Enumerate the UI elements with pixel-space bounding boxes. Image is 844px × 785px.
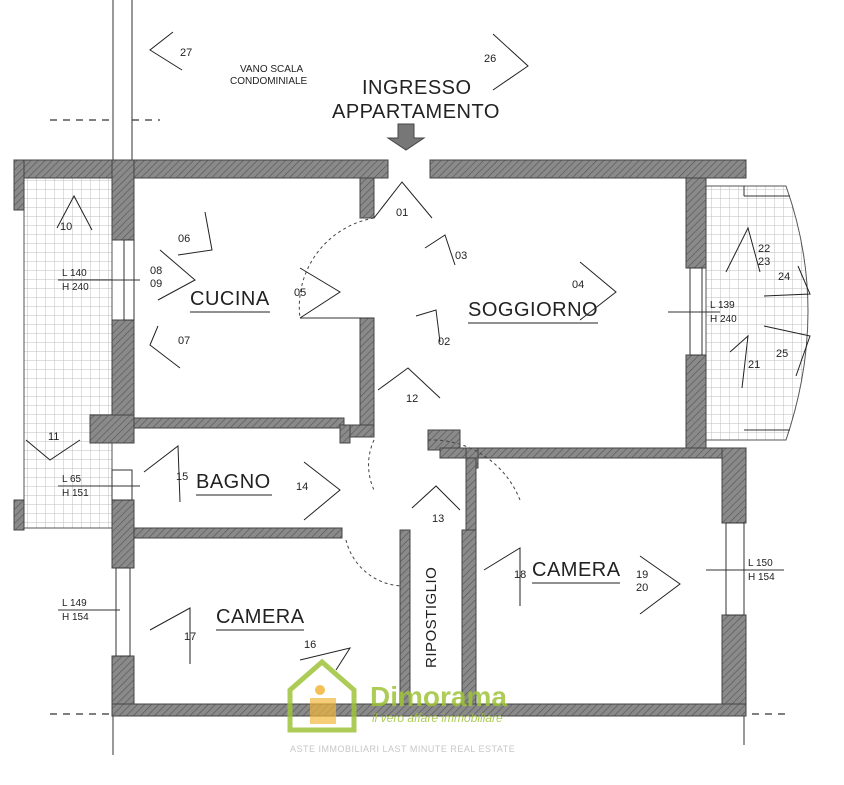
window-bedroom-right-l: L 150 — [748, 558, 773, 569]
entrance-label-1: INGRESSO — [362, 77, 472, 99]
watermark-footer: ASTE IMMOBILIARI LAST MINUTE REAL ESTATE — [290, 744, 515, 754]
watermark: Dimorama il vero affare immobiliare ASTE… — [287, 658, 515, 754]
room-living: SOGGIORNO — [468, 299, 598, 321]
camera-point-01: 01 — [396, 207, 408, 219]
window-bedroom-right-h: H 154 — [748, 572, 775, 583]
stair-label-2: CONDOMINIALE — [230, 76, 308, 87]
entrance-arrow — [386, 123, 426, 151]
camera-point-24: 24 — [778, 271, 790, 283]
camera-point-15: 15 — [176, 471, 188, 483]
room-kitchen: CUCINA — [190, 288, 270, 310]
camera-point-09: 09 — [150, 278, 162, 290]
entrance-label-2: APPARTAMENTO — [332, 101, 500, 123]
labels: VANO SCALA CONDOMINIALE INGRESSO APPARTA… — [48, 47, 790, 668]
room-bedroom-left: CAMERA — [216, 606, 305, 628]
camera-point-08: 08 — [150, 265, 162, 277]
watermark-brand: Dimorama — [370, 681, 507, 712]
window-bedroom-left-l: L 149 — [62, 598, 87, 609]
camera-point-27: 27 — [180, 47, 192, 59]
camera-point-07: 07 — [178, 335, 190, 347]
window-living-h: H 240 — [710, 314, 737, 325]
watermark-tagline: il vero affare immobiliare — [372, 711, 503, 725]
camera-point-22: 22 — [758, 243, 770, 255]
door-swings — [298, 217, 521, 587]
camera-point-05: 05 — [294, 287, 306, 299]
camera-point-03: 03 — [455, 250, 467, 262]
room-bathroom: BAGNO — [196, 471, 271, 493]
camera-point-13: 13 — [432, 513, 444, 525]
camera-point-25: 25 — [776, 348, 788, 360]
window-bathroom-h: H 151 — [62, 488, 89, 499]
camera-point-14: 14 — [296, 481, 308, 493]
stair-label-1: VANO SCALA — [240, 64, 303, 75]
camera-point-16: 16 — [304, 639, 316, 651]
camera-point-04: 04 — [572, 279, 584, 291]
camera-point-19: 19 — [636, 569, 648, 581]
camera-point-06: 06 — [178, 233, 190, 245]
house-logo-icon — [287, 658, 357, 733]
balcony-right — [705, 185, 809, 441]
window-bathroom-l: L 65 — [62, 474, 82, 485]
room-closet: RIPOSTIGLIO — [423, 567, 440, 668]
camera-point-10: 10 — [60, 221, 72, 233]
window-leaders — [58, 279, 784, 611]
camera-point-23: 23 — [758, 256, 770, 268]
camera-wedges — [25, 31, 811, 671]
camera-point-02: 02 — [438, 336, 450, 348]
window-kitchen-l: L 140 — [62, 268, 87, 279]
window-bedroom-left-h: H 154 — [62, 612, 89, 623]
camera-point-18: 18 — [514, 569, 526, 581]
room-bedroom-right: CAMERA — [532, 559, 621, 581]
window-kitchen-h: H 240 — [62, 282, 89, 293]
camera-point-21: 21 — [748, 359, 760, 371]
camera-point-11: 11 — [48, 431, 59, 443]
camera-point-17: 17 — [184, 631, 196, 643]
camera-point-26: 26 — [484, 53, 496, 65]
window-living-l: L 139 — [710, 300, 735, 311]
camera-point-20: 20 — [636, 582, 648, 594]
walls — [13, 159, 747, 717]
camera-point-12: 12 — [406, 393, 418, 405]
